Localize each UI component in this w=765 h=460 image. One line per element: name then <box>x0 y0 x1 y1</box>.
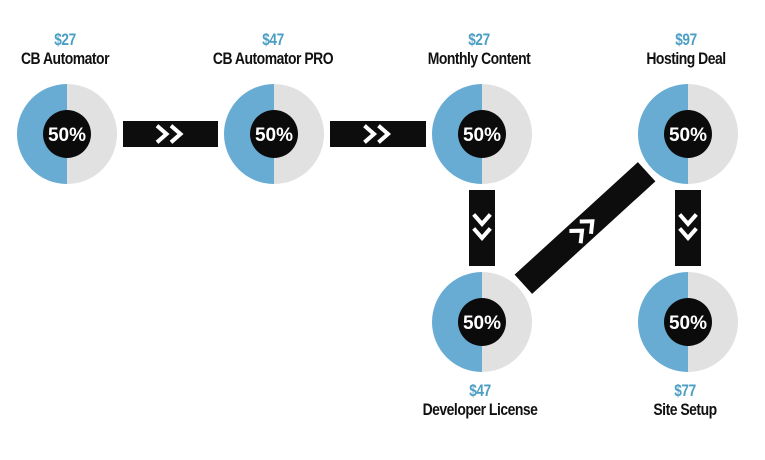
chevron-icon <box>678 227 698 242</box>
donut-empty-half <box>688 272 738 372</box>
chevron-icon <box>472 213 492 228</box>
name-hosting-deal: Hosting Deal <box>646 49 726 68</box>
donut-cb-automator-pro: 50% <box>224 84 324 184</box>
donut-empty-half <box>688 84 738 184</box>
name-cb-automator: CB Automator <box>20 49 110 68</box>
chevron-icon <box>155 124 170 144</box>
percent-label: 50% <box>48 125 86 146</box>
node-label-monthly-content: $27 Monthly Content <box>394 31 564 67</box>
donut-monthly-content: 50% <box>432 84 532 184</box>
arrow-band <box>330 121 426 147</box>
price-developer-license: $47 <box>469 381 491 400</box>
percent-label: 50% <box>669 313 707 334</box>
donut-center <box>458 110 506 158</box>
donut-cb-automator: 50% <box>17 84 117 184</box>
percent-label: 50% <box>463 125 501 146</box>
donut-site-setup: 50% <box>638 272 738 372</box>
donut-filled-half <box>224 84 274 184</box>
donut-filled-half <box>638 272 688 372</box>
arrow-hosting-deal-to-site-setup <box>675 190 701 266</box>
donut-filled-half <box>638 84 688 184</box>
percent-label: 50% <box>463 313 501 334</box>
price-cb-automator: $27 <box>54 30 76 49</box>
arrow-developer-license-to-hosting-deal <box>514 162 656 294</box>
node-label-hosting-deal: $97 Hosting Deal <box>601 31 765 67</box>
donut-center <box>43 110 91 158</box>
chevron-icon <box>169 124 184 144</box>
donut-empty-half <box>482 84 532 184</box>
chevron-icon <box>579 219 595 235</box>
donut-empty-half <box>67 84 117 184</box>
chevron-icon <box>363 124 378 144</box>
name-cb-automator-pro: CB Automator PRO <box>212 49 334 68</box>
arrow-band <box>675 190 701 266</box>
donut-center <box>250 110 298 158</box>
arrow-band <box>123 121 218 147</box>
donut-hosting-deal: 50% <box>638 84 738 184</box>
percent-label: 50% <box>255 125 293 146</box>
percent-label: 50% <box>669 125 707 146</box>
donut-filled-half <box>17 84 67 184</box>
node-label-cb-automator-pro: $47 CB Automator PRO <box>188 31 358 67</box>
name-developer-license: Developer License <box>422 400 538 419</box>
donut-center <box>664 298 712 346</box>
price-site-setup: $77 <box>674 381 696 400</box>
donut-empty-half <box>274 84 324 184</box>
chevron-icon <box>678 213 698 228</box>
node-label-cb-automator: $27 CB Automator <box>0 31 150 67</box>
arrow-cb-automator-pro-to-monthly-content <box>330 121 426 147</box>
arrow-band <box>469 190 495 266</box>
donut-developer-license: 50% <box>432 272 532 372</box>
arrow-band <box>514 162 656 294</box>
chevron-icon <box>569 228 585 244</box>
donut-empty-half <box>482 272 532 372</box>
price-monthly-content: $27 <box>468 30 490 49</box>
price-cb-automator-pro: $47 <box>262 30 284 49</box>
arrow-monthly-content-to-developer-license <box>469 190 495 266</box>
arrow-cb-automator-to-cb-automator-pro <box>123 121 218 147</box>
price-hosting-deal: $97 <box>675 30 697 49</box>
donut-center <box>664 110 712 158</box>
chevron-icon <box>377 124 392 144</box>
donut-filled-half <box>432 272 482 372</box>
node-label-site-setup: $77 Site Setup <box>600 382 765 418</box>
node-label-developer-license: $47 Developer License <box>395 382 565 418</box>
chevron-icon <box>472 227 492 242</box>
name-monthly-content: Monthly Content <box>427 49 531 68</box>
donut-center <box>458 298 506 346</box>
name-site-setup: Site Setup <box>653 400 717 419</box>
donut-filled-half <box>432 84 482 184</box>
